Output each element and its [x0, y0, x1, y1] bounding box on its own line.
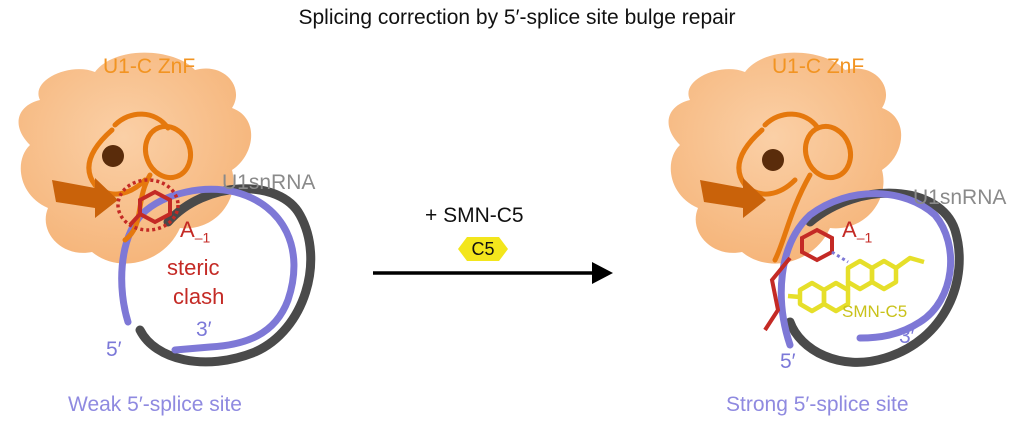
right-smn-c5-compound — [787, 255, 925, 314]
right-panel — [668, 52, 964, 367]
right-compound-label: SMN-C5 — [842, 302, 908, 321]
right-protein-surface — [668, 52, 902, 264]
right-3prime-label: 3′ — [899, 325, 915, 348]
figure-title: Splicing correction by 5′-splice site bu… — [298, 6, 736, 29]
left-caption: Weak 5′-splice site — [68, 393, 242, 416]
reagent-label: + SMN-C5 — [425, 204, 524, 227]
right-caption: Strong 5′-splice site — [726, 393, 909, 416]
left-zinc-ion — [102, 145, 124, 167]
left-nucleotide-label: A–1 — [180, 217, 211, 246]
left-3prime-label: 3′ — [196, 318, 212, 341]
left-clash-circle — [116, 178, 180, 232]
left-clash-line1: steric — [167, 255, 220, 280]
right-5prime-label: 5′ — [780, 350, 796, 373]
right-nucleotide-label: A–1 — [842, 217, 873, 246]
right-rna-label: U1snRNA — [913, 186, 1007, 209]
left-protein-surface — [18, 52, 252, 264]
right-zinc-ion — [762, 149, 784, 171]
left-rna-label: U1snRNA — [222, 171, 316, 194]
left-clash-line2: clash — [173, 284, 225, 309]
left-5prime-label: 5′ — [106, 338, 122, 361]
left-beta-arrow — [52, 178, 118, 218]
hexagon-badge-icon — [458, 237, 508, 261]
right-protein-label: U1-C ZnF — [772, 55, 865, 78]
left-adenine — [128, 189, 172, 227]
right-arrow-icon — [373, 262, 613, 284]
badge-label: C5 — [471, 239, 495, 259]
left-protein-label: U1-C ZnF — [103, 55, 196, 78]
right-beta-arrow — [700, 178, 766, 218]
left-panel — [18, 52, 316, 367]
right-premrna-strand — [777, 190, 955, 349]
